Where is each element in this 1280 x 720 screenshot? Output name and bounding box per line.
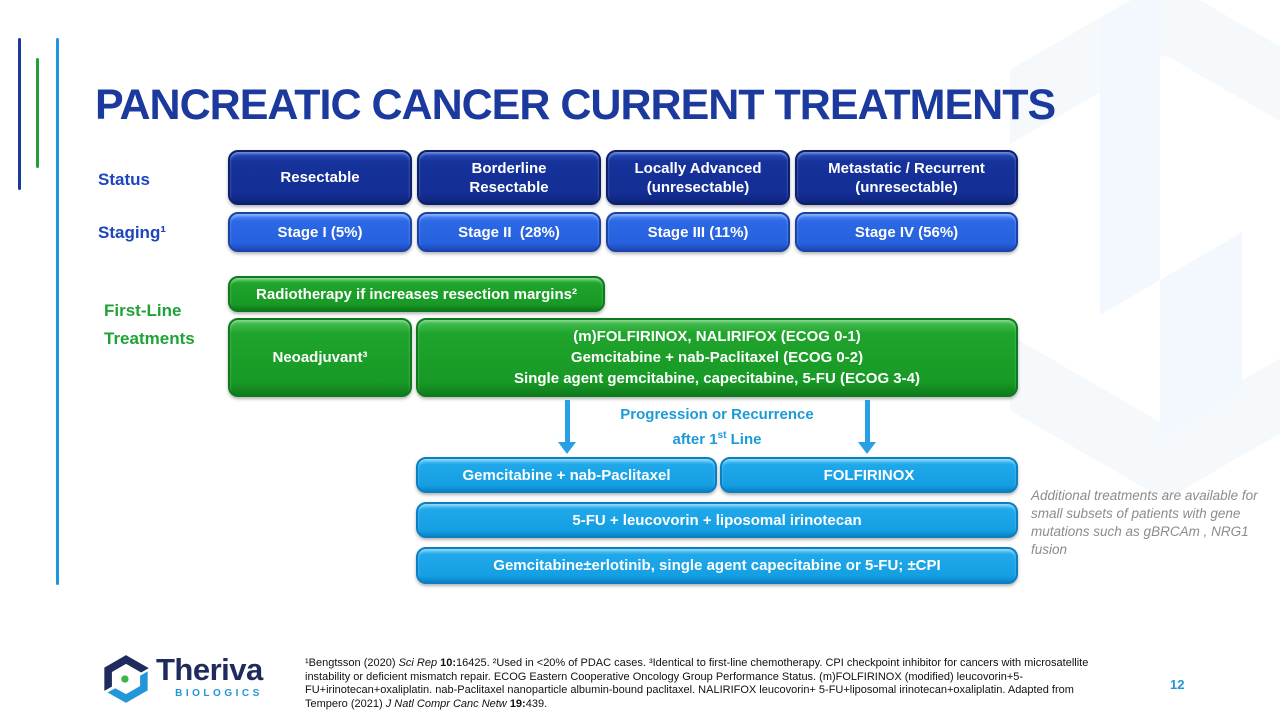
status-box-borderline: Borderline Resectable bbox=[417, 150, 601, 205]
down-arrow-icon bbox=[865, 400, 870, 443]
theriva-logo-name: Theriva bbox=[156, 652, 263, 687]
accent-line-green bbox=[36, 58, 39, 168]
staging-box-label: Stage III (11%) bbox=[647, 223, 749, 241]
second-line-box-label: FOLFIRINOX bbox=[823, 466, 915, 484]
staging-box-label: Stage II (28%) bbox=[458, 223, 560, 241]
first-line-label-line2: Treatments bbox=[104, 329, 195, 348]
theriva-logo-mark-icon bbox=[104, 655, 149, 703]
additional-treatments-note: Additional treatments are available for … bbox=[1031, 488, 1258, 557]
status-box-label: Locally Advanced bbox=[634, 159, 762, 177]
page-number: 12 bbox=[1170, 677, 1185, 692]
progression-label-line1: Progression or Recurrence bbox=[620, 406, 814, 423]
progression-label: Progression or Recurrence after 1st Line bbox=[567, 404, 867, 450]
staging-box-label: Stage IV (56%) bbox=[854, 223, 959, 241]
status-box-locally-advanced: Locally Advanced (unresectable) bbox=[606, 150, 790, 205]
radiotherapy-box-label: Radiotherapy if increases resection marg… bbox=[256, 285, 577, 303]
neoadjuvant-box-label: Neoadjuvant³ bbox=[272, 349, 368, 366]
second-line-box-label: 5-FU + leucovorin + liposomal irinotecan bbox=[572, 511, 862, 529]
accent-line-navy bbox=[18, 38, 21, 190]
footnote: ¹Bengtsson (2020) Sci Rep 10:16425. ²Use… bbox=[305, 657, 1089, 710]
theriva-logo-text: Theriva BIOLOGICS bbox=[156, 652, 263, 700]
second-line-box-5fu-leucovorin: 5-FU + leucovorin + liposomal irinotecan bbox=[416, 502, 1018, 538]
status-box-label: Borderline bbox=[471, 159, 547, 177]
first-line-treatments-label: First-Line Treatments bbox=[104, 297, 195, 353]
theriva-logo-subtext: BIOLOGICS bbox=[175, 688, 263, 699]
theriva-logo: Theriva BIOLOGICS bbox=[100, 653, 263, 705]
status-box-label: (unresectable) bbox=[646, 178, 750, 196]
status-box-label: Metastatic / Recurrent bbox=[828, 159, 985, 177]
first-line-regimen-line: (m)FOLFIRINOX, NALIRIFOX (ECOG 0-1) bbox=[573, 328, 861, 345]
first-line-regimen-line: Gemcitabine + nab-Paclitaxel (ECOG 0-2) bbox=[570, 349, 864, 366]
status-box-label: Resectable bbox=[280, 169, 360, 186]
first-line-regimen-line: Single agent gemcitabine, capecitabine, … bbox=[514, 370, 920, 387]
second-line-box-gem-nabpaclitaxel: Gemcitabine + nab-Paclitaxel bbox=[416, 457, 717, 493]
page-title: PANCREATIC CANCER CURRENT TREATMENTS bbox=[95, 80, 1056, 129]
down-arrow-head-icon bbox=[558, 442, 576, 454]
staging-box-stage1: Stage I (5%) bbox=[228, 212, 412, 252]
status-box-label: Resectable bbox=[469, 178, 549, 196]
down-arrow-head-icon bbox=[858, 442, 876, 454]
status-box-metastatic: Metastatic / Recurrent (unresectable) bbox=[795, 150, 1018, 205]
second-line-box-label: Gemcitabine±erlotinib, single agent cape… bbox=[493, 557, 941, 574]
staging-row-label: Staging¹ bbox=[98, 223, 166, 242]
status-row-label: Status bbox=[98, 170, 150, 189]
first-line-label-line1: First-Line bbox=[104, 301, 182, 320]
first-line-regimens-box: (m)FOLFIRINOX, NALIRIFOX (ECOG 0-1) Gemc… bbox=[416, 318, 1018, 397]
staging-box-label: Stage I (5%) bbox=[277, 223, 363, 241]
staging-box-stage4: Stage IV (56%) bbox=[795, 212, 1018, 252]
status-box-label: (unresectable) bbox=[855, 178, 958, 196]
neoadjuvant-box: Neoadjuvant³ bbox=[228, 318, 412, 397]
radiotherapy-box: Radiotherapy if increases resection marg… bbox=[228, 276, 605, 312]
staging-box-stage2: Stage II (28%) bbox=[417, 212, 601, 252]
down-arrow-icon bbox=[565, 400, 570, 443]
second-line-box-folfirinox: FOLFIRINOX bbox=[720, 457, 1018, 493]
status-box-resectable: Resectable bbox=[228, 150, 412, 205]
second-line-box-label: Gemcitabine + nab-Paclitaxel bbox=[462, 466, 671, 484]
second-line-box-gem-erlotinib: Gemcitabine±erlotinib, single agent cape… bbox=[416, 547, 1018, 584]
progression-label-line2: after 1st Line bbox=[672, 430, 762, 448]
staging-box-stage3: Stage III (11%) bbox=[606, 212, 790, 252]
accent-line-blue bbox=[56, 38, 59, 585]
